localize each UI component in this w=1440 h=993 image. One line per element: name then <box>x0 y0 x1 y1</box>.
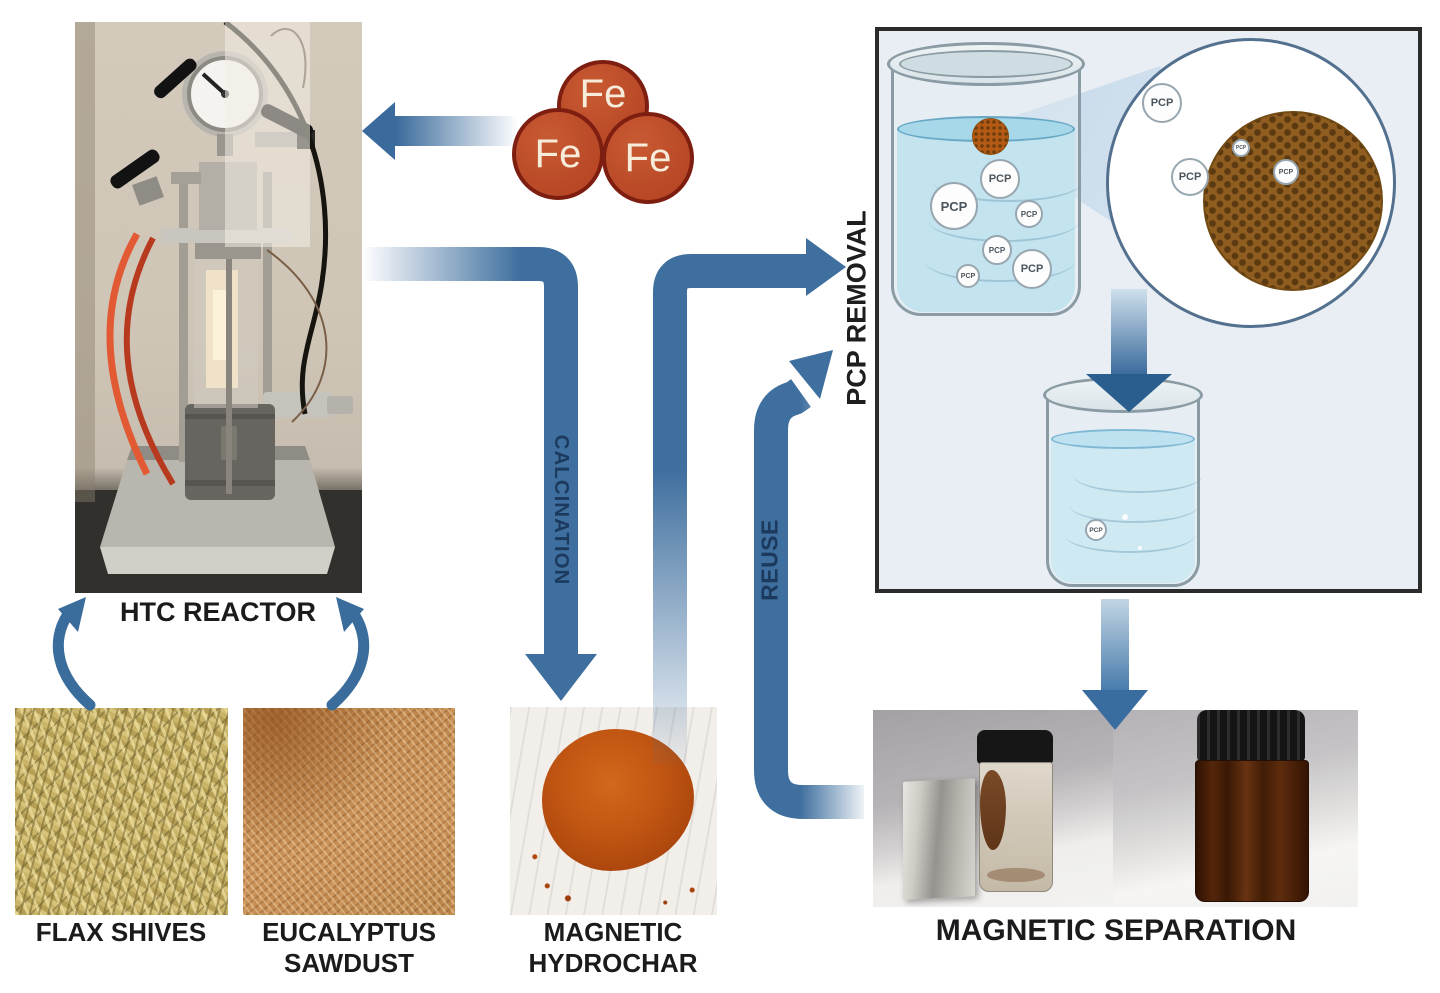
calcination-label: CALCINATION <box>550 434 573 586</box>
water-surface <box>1051 429 1195 449</box>
flax-shives-photo <box>15 708 228 915</box>
jar-cap <box>1197 710 1305 762</box>
jar-suspension <box>1195 710 1309 902</box>
pcp-molecule: PCP <box>1232 139 1250 157</box>
flax-shives-label: FLAX SHIVES <box>35 917 207 947</box>
htc-reactor-photo <box>75 22 362 593</box>
jar-cap <box>977 730 1053 764</box>
reuse-label: REUSE <box>756 519 783 601</box>
hydrochar-powder-pile <box>542 729 694 871</box>
jar-body <box>1195 760 1309 902</box>
pcp-molecule: PCP <box>1012 249 1052 289</box>
fe-particle: Fe <box>512 108 604 200</box>
hydrochar-surface-zoom <box>1203 111 1383 291</box>
magnifier-view <box>1106 38 1396 328</box>
reuse-arrow <box>754 350 864 819</box>
beaker-clean <box>1043 377 1207 589</box>
htc-reactor-label: HTC REACTOR <box>119 597 316 627</box>
pcp-molecule: PCP <box>1273 159 1299 185</box>
suspension-jar-photo <box>1113 710 1358 907</box>
pcp-molecule: PCP <box>930 182 978 230</box>
beaker-rim <box>1043 377 1203 413</box>
flax-to-reactor-arrow <box>52 597 96 711</box>
fe-to-reactor-arrow <box>362 102 518 160</box>
eucalyptus-sawdust-label: EUCALYPTUS SAWDUST <box>262 917 436 978</box>
magnet-block <box>903 778 975 900</box>
pcp-molecule: PCP <box>1171 158 1209 196</box>
pcp-molecule: PCP <box>982 235 1012 265</box>
fe-particle: Fe <box>602 112 694 204</box>
magnetic-separation-label: MAGNETIC SEPARATION <box>935 914 1297 947</box>
sediment <box>987 868 1045 882</box>
pcp-molecule: PCP <box>1142 83 1182 123</box>
wall-shade <box>75 22 95 502</box>
magnetic-hydrochar-photo <box>510 707 717 915</box>
hydrochar-particle <box>972 118 1009 155</box>
pcp-molecule: PCP <box>956 264 980 288</box>
hydrochar-to-pcp-arrow <box>653 238 846 765</box>
pcp-molecule: PCP <box>980 159 1020 199</box>
reactor-apparatus <box>75 22 362 593</box>
magnet-jar-photo <box>873 710 1113 907</box>
air-bubble <box>1138 546 1142 550</box>
eucalyptus-sawdust-photo <box>243 708 455 915</box>
jar-separated <box>977 730 1053 892</box>
reactor-frame <box>179 172 353 462</box>
pcp-removal-label: PCP REMOVAL <box>841 210 872 406</box>
magnetic-hydrochar-label: MAGNETIC HYDROCHAR <box>528 917 698 978</box>
attracted-hydrochar <box>980 770 1006 850</box>
wall-highlight <box>225 22 310 247</box>
air-bubble <box>1122 514 1128 520</box>
reactor-base <box>75 446 362 593</box>
pcp-molecule: PCP <box>1015 200 1043 228</box>
pcp-molecule: PCP <box>1085 519 1107 541</box>
glass-column <box>194 256 258 494</box>
